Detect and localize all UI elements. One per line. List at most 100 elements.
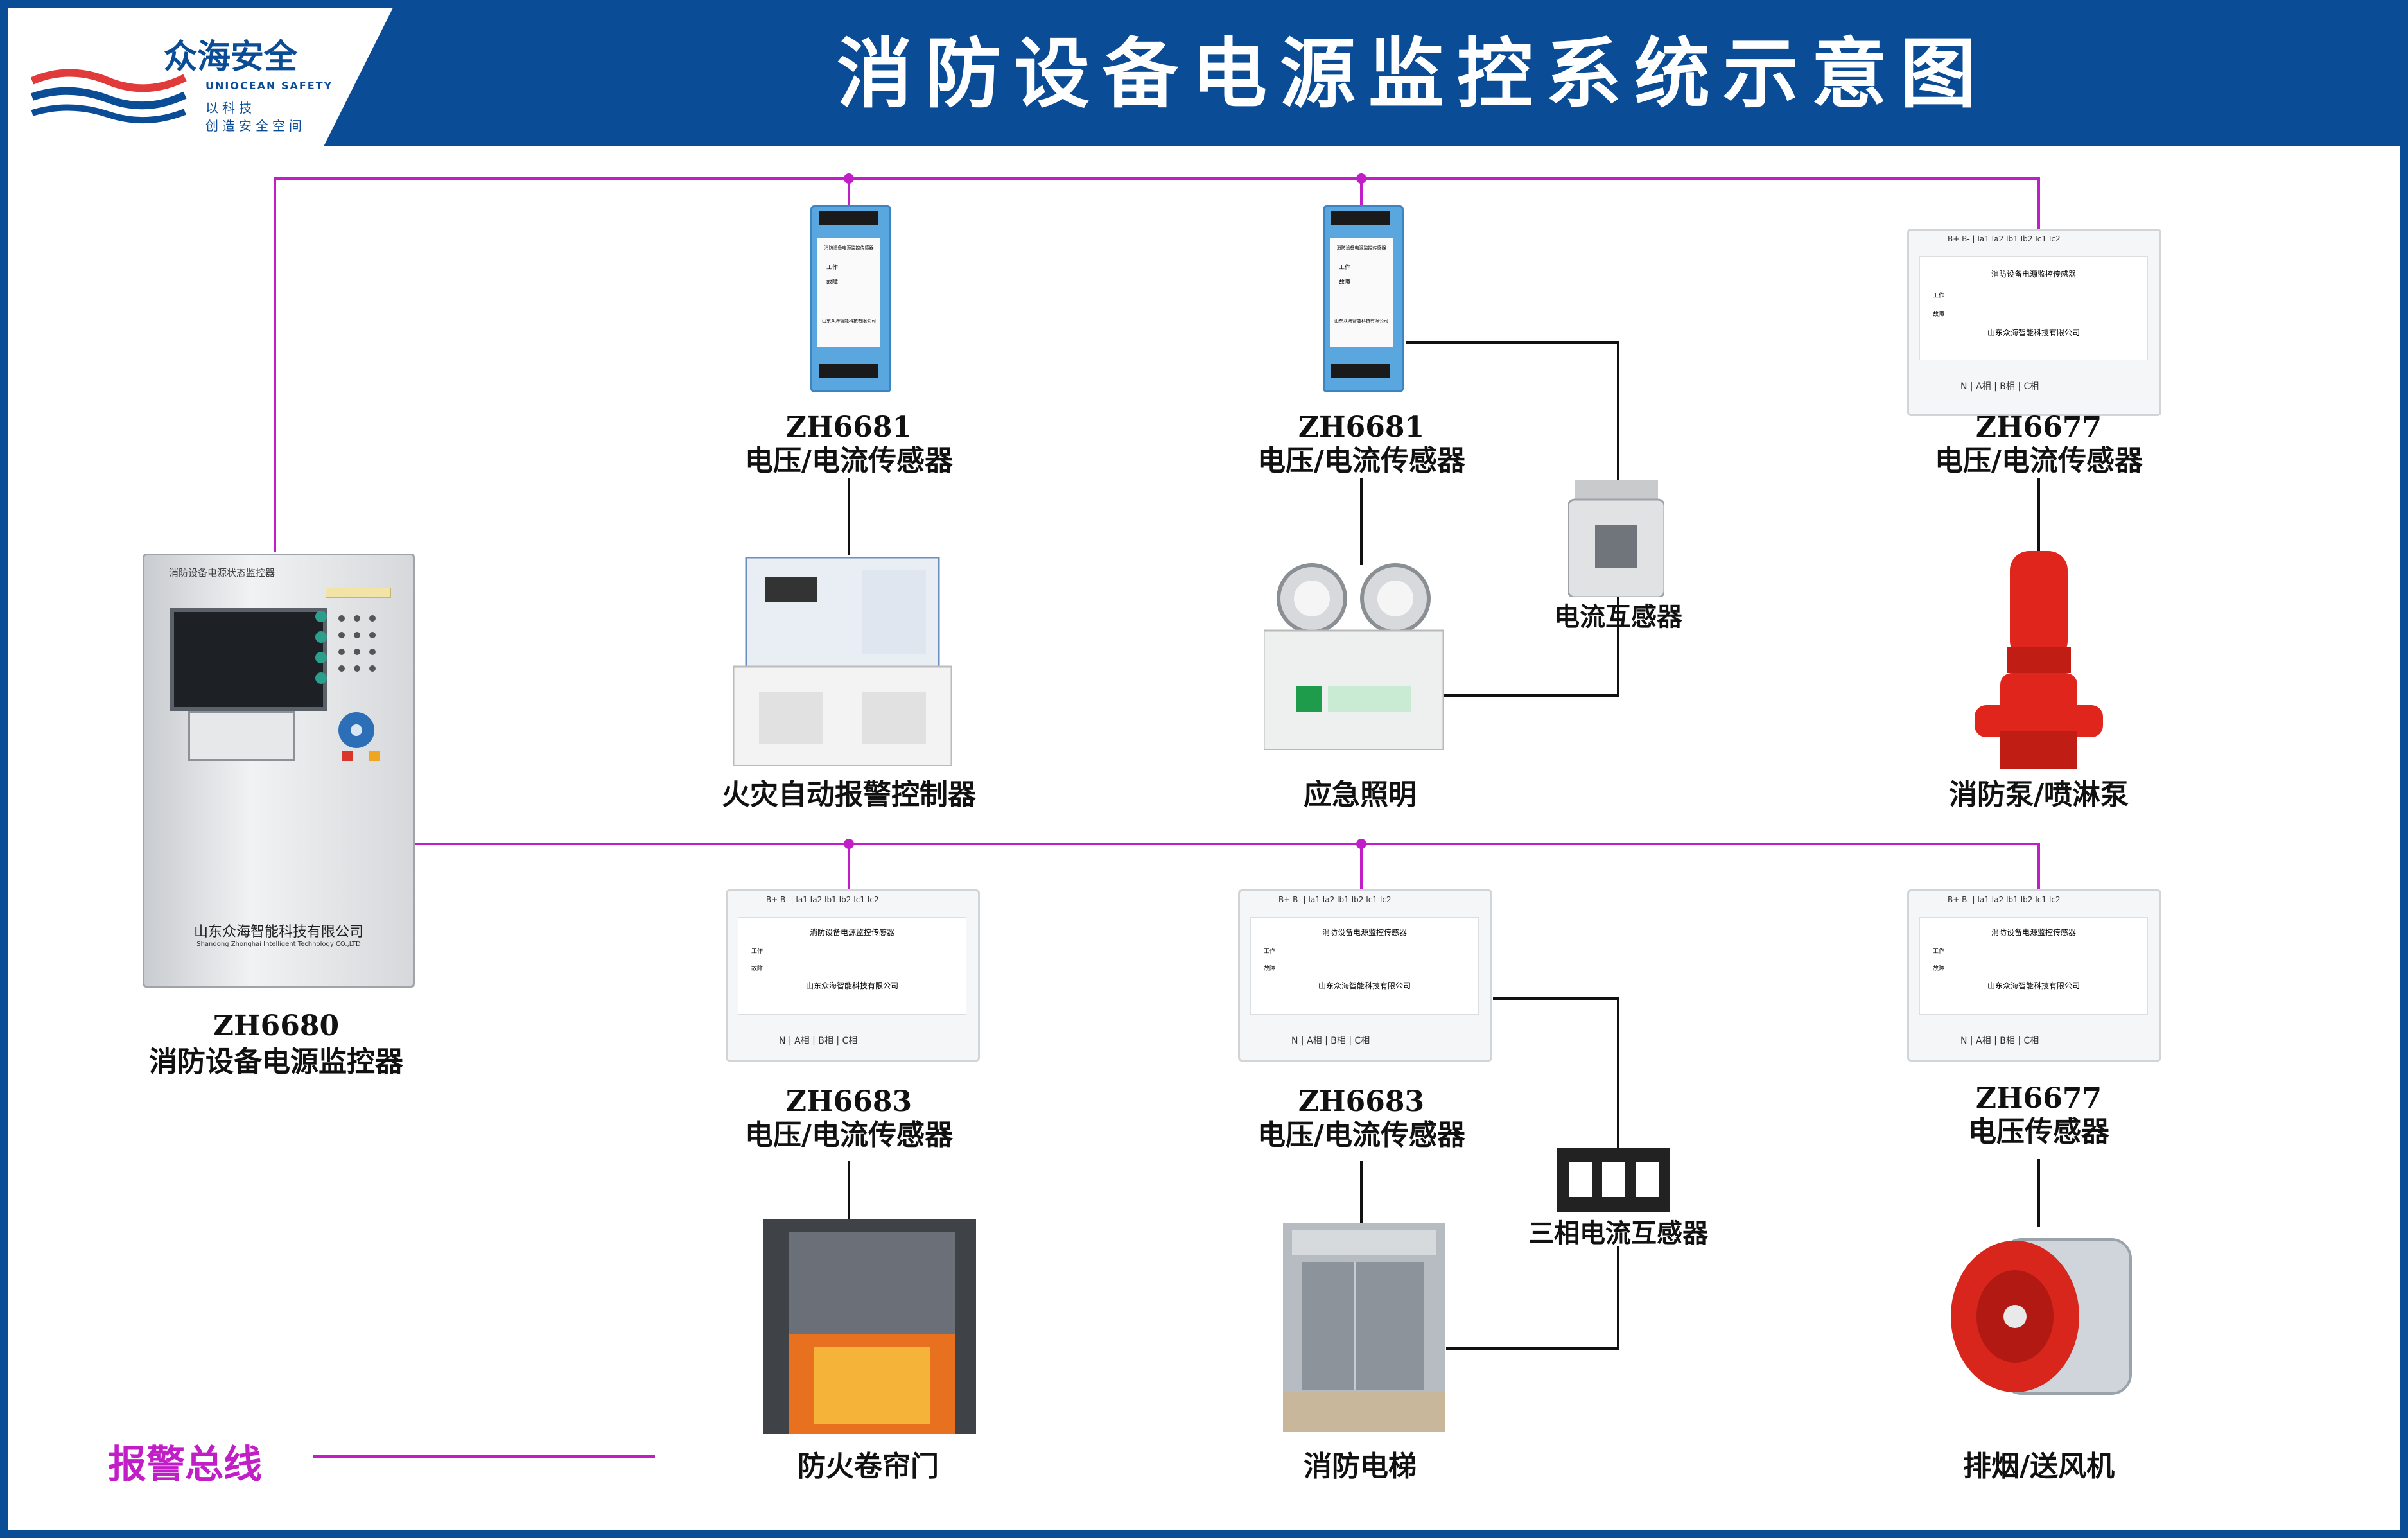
controller-model-label: ZH6680 [213, 1009, 340, 1042]
sensor-face-title: 消防设备电源监控传感器 [809, 928, 894, 937]
sensor-4-name: 电压/电流传感器 [744, 1119, 954, 1151]
sensor-top-terminals: B+ B- | Ia1 Ia2 Ib1 Ib2 Ic1 Ic2 [1278, 895, 1392, 904]
sensor-work-led: 工作 [826, 265, 839, 271]
sensor-face-title: 消防设备电源监控传感器 [1336, 245, 1386, 250]
sensor-bottom-terminals: N | A相 | B相 | C相 [1291, 1036, 1370, 1046]
logo-slogan-1: 以科技 [205, 100, 256, 116]
sensor-bottom-terminal [819, 364, 878, 378]
controller-company-en: Shandong Zhonghai Intelligent Technology… [196, 941, 361, 948]
sensor-top-terminal [1331, 211, 1390, 225]
logo-brand: 众海安全 [164, 38, 298, 76]
sensor-top-terminal [819, 211, 878, 225]
emergency-light-image [1262, 560, 1445, 751]
sensor-bottom-terminal [1331, 364, 1390, 378]
fire-pump-image [1975, 551, 2103, 769]
sensor-zh6683-1: B+ B- | Ia1 Ia2 Ib1 Ib2 Ic1 Ic2 消防设备电源监控… [726, 889, 980, 1062]
sensor-face-title: 消防设备电源监控传感器 [1991, 270, 2076, 279]
sensor-fault-led: 故障 [751, 966, 763, 972]
controller-printer [188, 711, 295, 761]
sensor-6-name: 电压传感器 [1968, 1115, 2109, 1148]
power-monitor-controller: 消防设备电源状态监控器 山东众海智能科技有限公司 Shandong Zhongh… [143, 554, 415, 988]
controller-yellow-button [369, 751, 380, 761]
sensor-3-model: ZH6677 [1975, 411, 2102, 444]
sensor-work-led: 工作 [1933, 948, 1945, 955]
logo-slogan-2: 创造安全空间 [205, 118, 306, 134]
sensor-zh6681-1: 消防设备电源监控传感器 工作 故障 山东众海智能科技有限公司 [810, 205, 891, 392]
sensor-2-name: 电压/电流传感器 [1257, 444, 1466, 477]
sensor-5-name: 电压/电流传感器 [1257, 1119, 1466, 1151]
sensor-zh6681-2: 消防设备电源监控传感器 工作 故障 山东众海智能科技有限公司 [1323, 205, 1404, 392]
controller-red-button [342, 751, 353, 761]
sensor-company: 山东众海智能科技有限公司 [1334, 319, 1388, 324]
alarm-bus-lines [274, 177, 2040, 1458]
uniocean-logo-icon [31, 69, 187, 124]
fire-shutter-image [763, 1219, 976, 1434]
fire-pump-label: 消防泵/喷淋泵 [1948, 778, 2129, 811]
controller-lcd-screen [170, 608, 327, 711]
controller-panel-title: 消防设备电源状态监控器 [169, 567, 275, 579]
sensor-faceplate: 消防设备电源监控传感器 工作 故障 山东众海智能科技有限公司 [1250, 917, 1479, 1015]
sensor-fault-led: 故障 [1339, 279, 1351, 286]
controller-dpad-icon [336, 710, 377, 751]
sensor-3-name: 电压/电流传感器 [1934, 444, 2143, 477]
sensor-5-model: ZH6683 [1298, 1085, 1425, 1118]
sensor-zh6683-2: B+ B- | Ia1 Ia2 Ib1 Ib2 Ic1 Ic2 消防设备电源监控… [1238, 889, 1492, 1062]
emergency-light-label: 应急照明 [1304, 778, 1417, 811]
sensor-face-title: 消防设备电源监控传感器 [1322, 928, 1407, 937]
sensor-bottom-terminals: N | A相 | B相 | C相 [1960, 381, 2039, 392]
controller-keypad [334, 609, 392, 683]
signal-wires [848, 341, 2040, 1350]
fire-alarm-label: 火灾自动报警控制器 [722, 778, 976, 811]
controller-name-label: 消防设备电源监控器 [149, 1045, 403, 1078]
alarm-bus-legend: 报警总线 [108, 1442, 262, 1487]
three-phase-ct-image [1557, 1148, 1670, 1212]
sensor-fault-led: 故障 [1933, 966, 1945, 972]
sensor-company: 山东众海智能科技有限公司 [1987, 981, 2080, 990]
sensor-fault-led: 故障 [826, 279, 839, 286]
sensor-2-model: ZH6681 [1298, 411, 1425, 444]
fire-shutter-label: 防火卷帘门 [798, 1450, 939, 1483]
sensor-company: 山东众海智能科技有限公司 [822, 319, 876, 324]
sensor-fault-led: 故障 [1264, 966, 1276, 972]
sensor-company: 山东众海智能科技有限公司 [805, 981, 898, 990]
sensor-face-title: 消防设备电源监控传感器 [824, 245, 874, 250]
sensor-faceplate: 消防设备电源监控传感器 工作 故障 山东众海智能科技有限公司 [817, 238, 880, 347]
logo-brand-en: UNIOCEAN SAFETY [205, 80, 333, 92]
fire-alarm-controller-image [732, 556, 953, 767]
sensor-faceplate: 消防设备电源监控传感器 工作 故障 山东众海智能科技有限公司 [738, 917, 966, 1015]
sensor-faceplate: 消防设备电源监控传感器 工作 故障 山东众海智能科技有限公司 [1919, 917, 2148, 1015]
sensor-4-model: ZH6683 [785, 1085, 912, 1118]
sensor-1-name: 电压/电流传感器 [744, 444, 954, 477]
sensor-bottom-terminals: N | A相 | B相 | C相 [1960, 1036, 2039, 1046]
current-transformer-image [1567, 480, 1666, 599]
sensor-work-led: 工作 [1339, 265, 1351, 271]
sensor-company: 山东众海智能科技有限公司 [1987, 328, 2080, 337]
page-title: 消防设备电源监控系统示意图 [836, 30, 1989, 118]
sensor-6-model: ZH6677 [1975, 1082, 2102, 1115]
controller-company: 山东众海智能科技有限公司 [193, 924, 363, 940]
current-transformer-label: 电流互感器 [1554, 602, 1682, 632]
sensor-fault-led: 故障 [1933, 311, 1945, 318]
sensor-top-terminals: B+ B- | Ia1 Ia2 Ib1 Ib2 Ic1 Ic2 [1948, 234, 2061, 243]
fire-elevator-image [1283, 1223, 1445, 1432]
three-phase-ct-label: 三相电流互感器 [1528, 1219, 1708, 1248]
sensor-top-terminals: B+ B- | Ia1 Ia2 Ib1 Ib2 Ic1 Ic2 [766, 895, 879, 904]
sensor-face-title: 消防设备电源监控传感器 [1991, 928, 2076, 937]
sensor-work-led: 工作 [1933, 293, 1945, 299]
controller-side-buttons [310, 608, 329, 703]
bus-junctions [844, 173, 1366, 849]
smoke-fan-image [1944, 1227, 2143, 1419]
controller-indicator-strip [326, 588, 391, 598]
header-bar [0, 0, 2408, 146]
smoke-fan-label: 排烟/送风机 [1962, 1450, 2115, 1483]
sensor-zh6677-2: B+ B- | Ia1 Ia2 Ib1 Ib2 Ic1 Ic2 消防设备电源监控… [1907, 889, 2161, 1062]
sensor-faceplate: 消防设备电源监控传感器 工作 故障 山东众海智能科技有限公司 [1919, 256, 2148, 360]
sensor-work-led: 工作 [751, 948, 763, 955]
sensor-faceplate: 消防设备电源监控传感器 工作 故障 山东众海智能科技有限公司 [1330, 238, 1393, 347]
logo-panel [8, 8, 393, 146]
sensor-company: 山东众海智能科技有限公司 [1318, 981, 1411, 990]
sensor-work-led: 工作 [1264, 948, 1276, 955]
fire-elevator-label: 消防电梯 [1304, 1450, 1417, 1483]
sensor-top-terminals: B+ B- | Ia1 Ia2 Ib1 Ib2 Ic1 Ic2 [1948, 895, 2061, 904]
